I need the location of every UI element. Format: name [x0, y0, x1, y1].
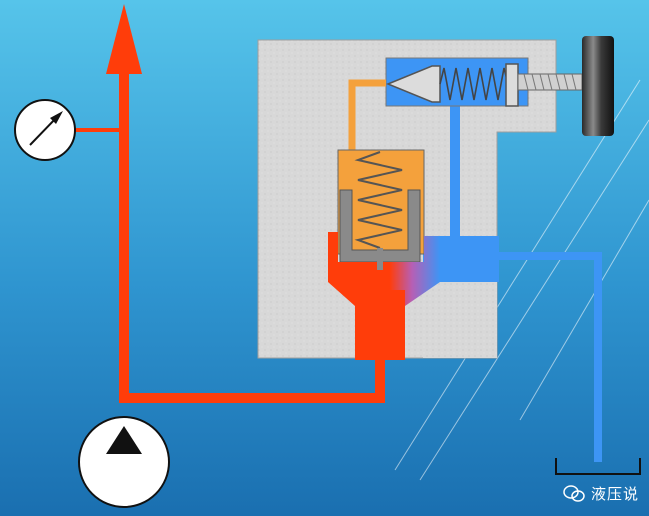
pressure-gauge-icon [14, 99, 76, 161]
watermark: 液压说 [563, 483, 639, 504]
pressure-line [119, 30, 385, 403]
main-spring [354, 151, 403, 249]
pilot-chamber [385, 57, 529, 107]
pilot-spring-seat [505, 63, 519, 107]
decor-light-streaks [394, 79, 649, 481]
adjust-knob [582, 36, 614, 136]
return-line [495, 252, 602, 462]
tank [555, 458, 641, 475]
spool-stem [377, 248, 383, 270]
wechat-icon [563, 484, 585, 502]
adjust-screw-threads [523, 73, 577, 91]
valve-body-lower-right [423, 282, 497, 358]
pilot-return-passage [450, 100, 460, 238]
pressure-line-arrow [106, 4, 142, 74]
pilot-line [348, 79, 386, 152]
watermark-text: 液压说 [590, 485, 639, 503]
pilot-spring [439, 67, 509, 101]
pump-icon [78, 416, 170, 508]
inlet-port [355, 290, 405, 360]
